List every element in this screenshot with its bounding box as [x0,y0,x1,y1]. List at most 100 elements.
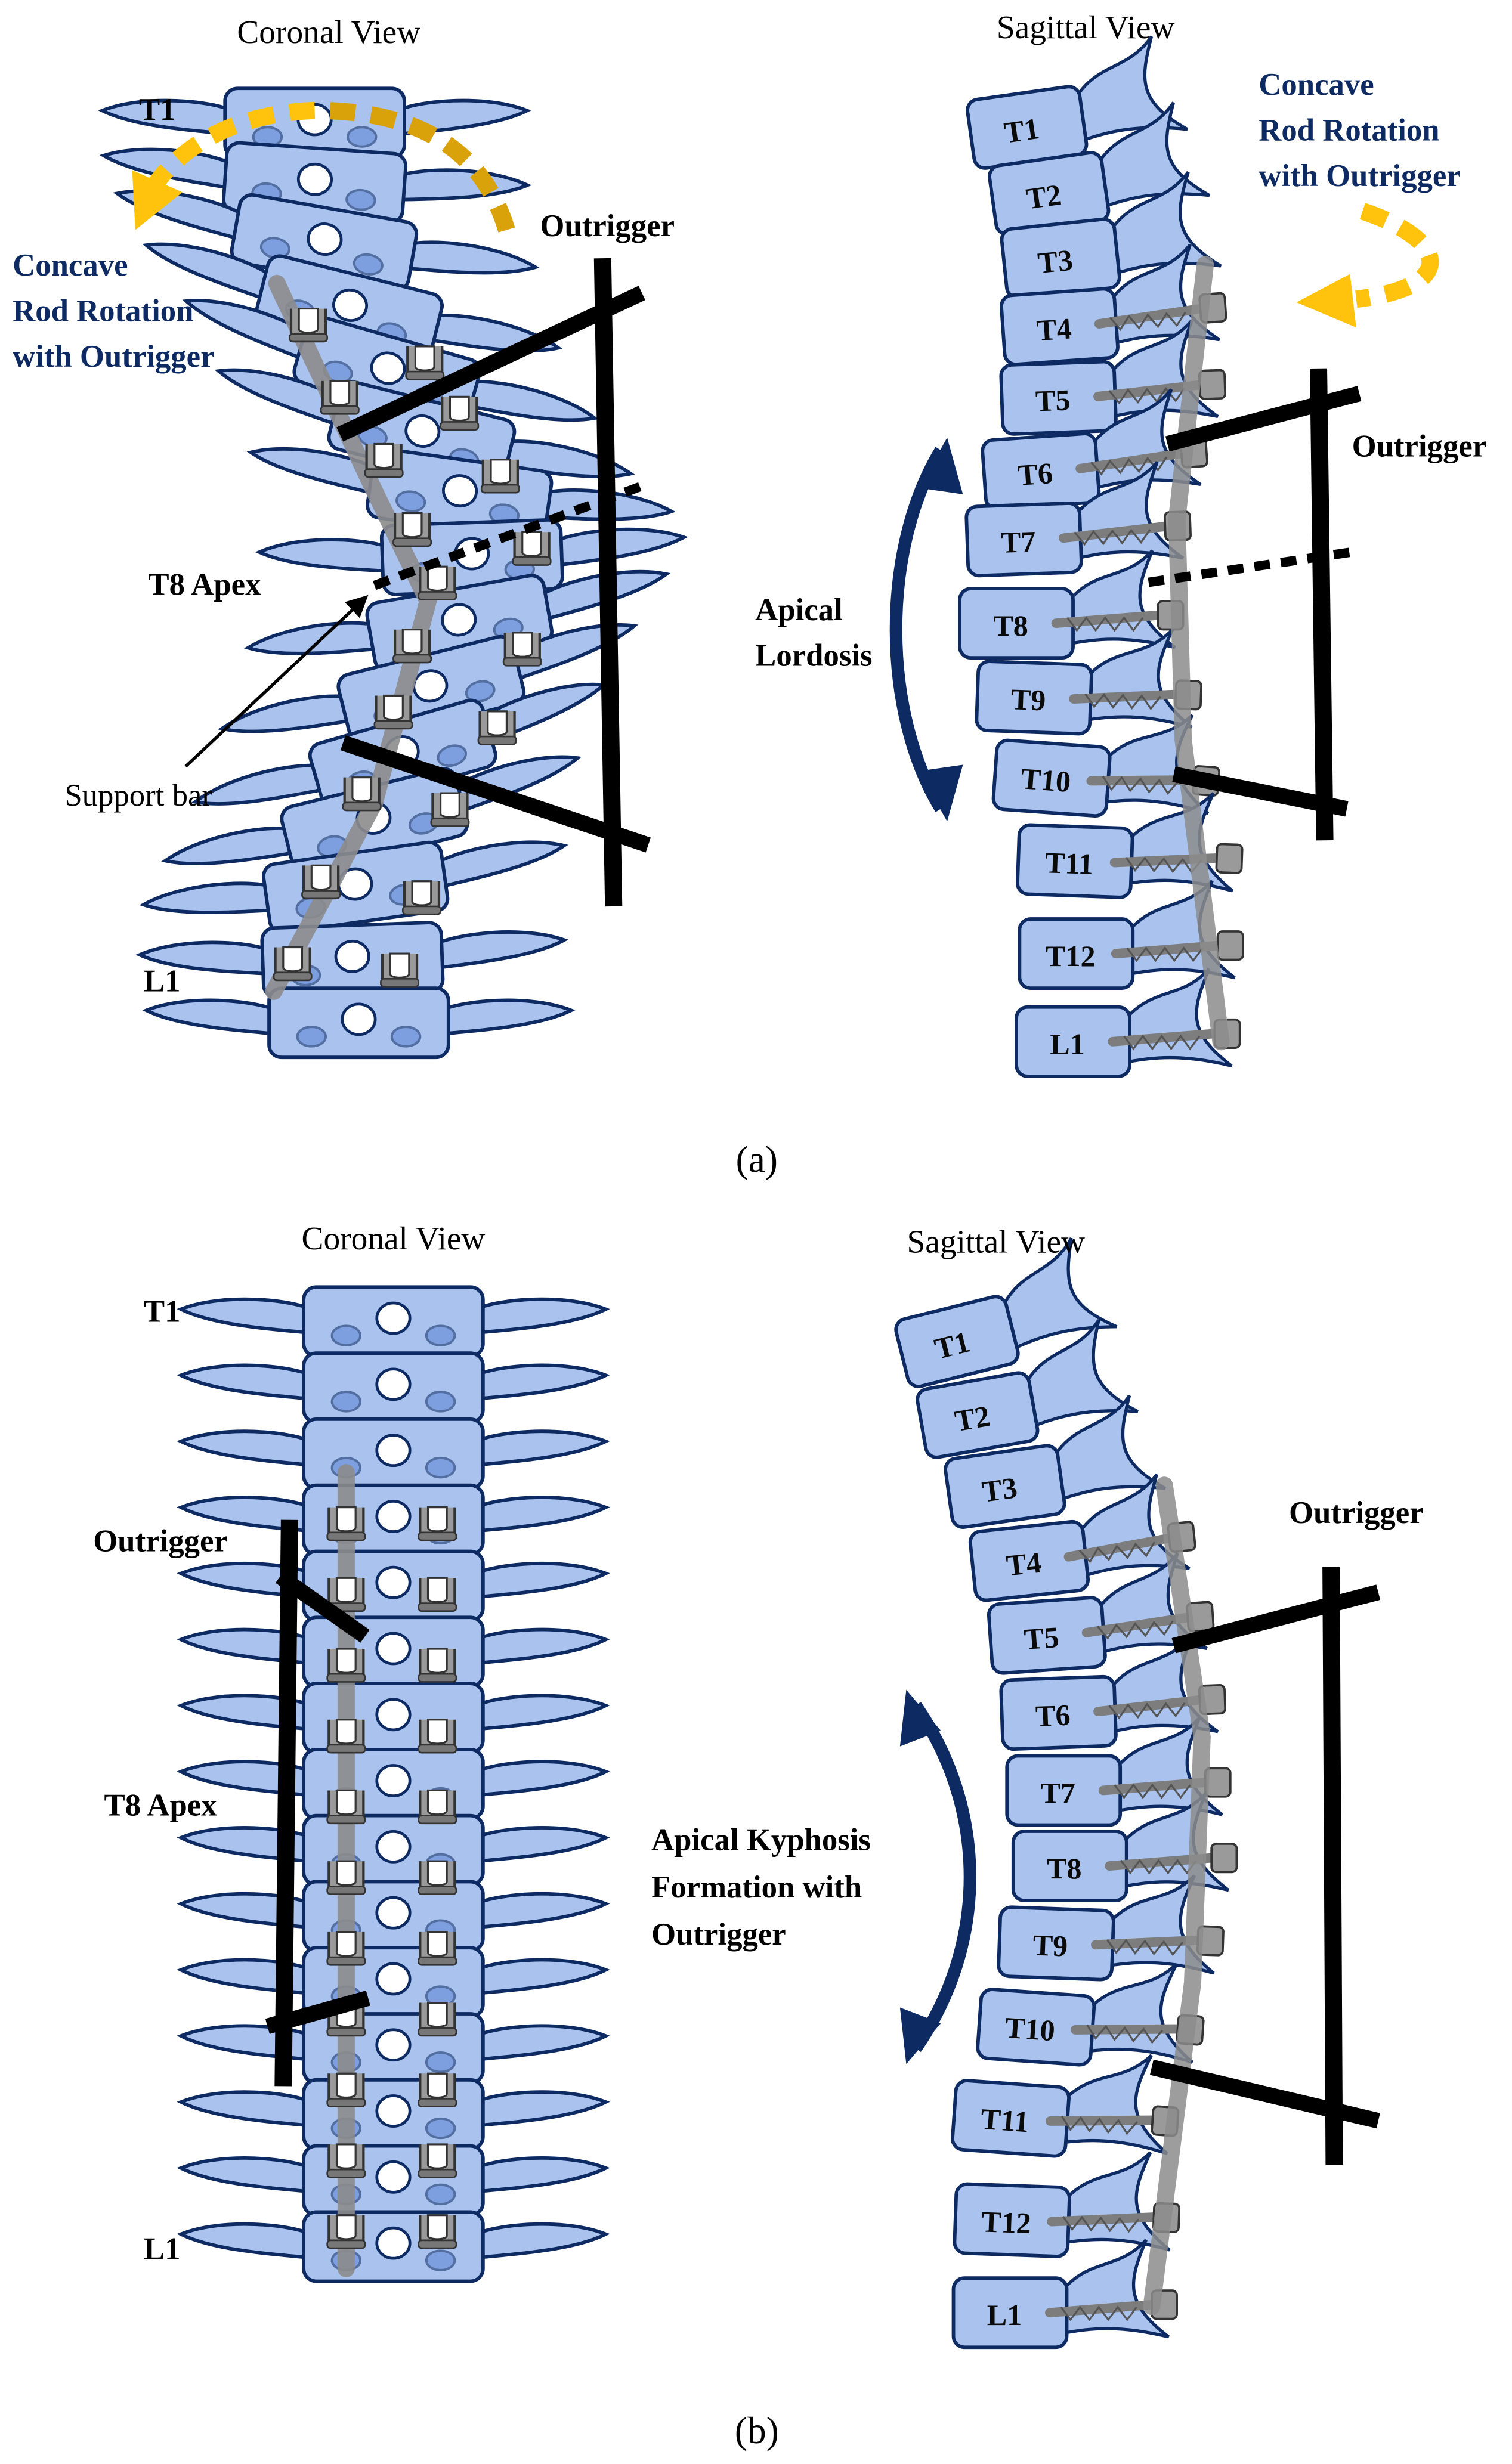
screw-shaft [1075,448,1190,473]
outrigger-vertical [593,258,623,907]
pedicle-screw [326,1860,366,1895]
pedicle-screw [418,1506,457,1541]
support-bar-sag-a [1148,546,1361,587]
pedicle-screw [373,694,413,730]
coronal-vertebra [177,1946,610,2019]
vertebra-label: T10 [1020,762,1072,798]
coronal-vertebra [98,86,531,160]
pedicle-screw [418,1577,457,1612]
outrigger-upper-arm-b [275,1570,370,1643]
rotation-arrowhead-sag-a [1296,274,1356,328]
screw-head [1216,930,1244,961]
sagittal-rod-a [1168,256,1230,1051]
pedicle-screw [512,531,552,566]
coronal-vertebra [177,2078,610,2151]
t1-label-b: T1 [144,1294,181,1329]
screw-shaft [1081,1612,1196,1637]
coronal-vertebra [177,2012,610,2085]
coronal-vertebra [177,2144,610,2217]
outrigger-label: Outrigger [540,209,675,243]
sagittal-vertebra: T9 [975,629,1202,736]
screw-shaft [1045,2299,1160,2318]
vertebra-label: T6 [1016,456,1053,492]
pedicle-screw [326,1719,366,1754]
vertebra-label: T8 [993,609,1028,642]
vertebra-label: T2 [953,1399,992,1438]
coronal-title-b: Coronal View [302,1220,486,1256]
vertebra-label: T11 [1044,846,1094,881]
coronal-vertebra [177,1813,610,1887]
screw-shaft [1098,1777,1214,1796]
rotation-label-sag-1: Concave [1259,67,1374,102]
pedicle-screw [477,710,517,745]
pedicle-screw [326,1506,366,1541]
coronal-vertebra [177,1682,610,1755]
pedicle-screw [405,345,445,380]
panel-b-coronal: Coronal View T1 L1 Outrigger T8 Apex [93,1220,610,2283]
apical-label-1: Apical [755,593,843,627]
outrigger-label-sag-a: Outrigger [1352,429,1487,464]
vertebra-label: T9 [1032,1929,1068,1963]
outrigger-lower-arm-sag-b [1149,2059,1380,2129]
rotation-arrow-sag-a [1355,203,1439,308]
outrigger-lower-arm [340,735,651,853]
outrigger-lower-arm-sag-a [1172,766,1349,817]
screw-shaft [1051,610,1167,629]
pedicle-screw [326,1931,366,1966]
t1-label: T1 [139,92,176,127]
screw-head [1215,843,1244,874]
screw-shaft [1091,1935,1206,1950]
vertebra-label: T9 [1010,682,1046,717]
vertebra-label: T11 [980,2102,1030,2138]
sagittal-vertebra: T12 [953,2151,1181,2258]
pedicle-screw [273,946,313,982]
sagittal-vertebra: T12 [1018,880,1244,990]
coronal-vertebra [177,1351,610,1425]
pedicle-screw [326,1648,366,1683]
screw-shaft [1093,1695,1208,1717]
kyphosis-arrowhead-bottom [899,2007,941,2064]
rotation-label-1: Concave [13,248,128,283]
coronal-vertebra [177,1483,610,1556]
vertebra-label: T5 [1035,383,1071,417]
vertebra-label: T2 [1024,178,1063,216]
pedicle-screw [326,2143,366,2178]
sagittal-vertebra: T1 [966,35,1189,170]
rotation-label-2: Rod Rotation [13,294,193,329]
vertebra-label: T5 [1023,1620,1060,1656]
outrigger-vertical-b [274,1519,298,2087]
sagittal-vertebra: T1 [894,1237,1118,1388]
outrigger-upper-arm-sag-b [1171,1584,1381,1654]
support-bar-pointer [184,595,369,768]
pedicle-screw [440,395,480,431]
apical-kyphosis-arrow [910,1701,976,2053]
sagittal-title-b: Sagittal View [907,1223,1085,1259]
vertebra-label: T10 [1004,2011,1056,2048]
coronal-vertebra [177,1417,610,1490]
screw-shaft [1069,689,1184,704]
sagittal-vertebra: L1 [951,2239,1178,2350]
coronal-title: Coronal View [237,14,420,50]
sagittal-vertebra: T8 [958,549,1185,660]
outrigger-vertical-sag-b [1322,1567,1343,2165]
pedicle-screws-b [326,1506,457,2249]
outrigger-upper-arm-sag-a [1165,386,1362,452]
coronal-vertebra [142,986,576,1060]
vertebra-label: T12 [981,2205,1031,2240]
vertebra-label: T7 [1000,525,1036,559]
pedicle-screw [401,880,441,915]
pedicle-screw [392,512,432,547]
pedicle-screw [418,2143,457,2178]
vertebra-label: T4 [1035,311,1072,347]
screw-shaft [1071,2024,1186,2035]
outrigger-upper-arm [336,286,645,442]
sagittal-vertebra: L1 [1015,968,1241,1078]
pedicle-screw [326,2214,366,2249]
outrigger-lower-arm-b [265,1990,370,2034]
caption-a: (a) [736,1139,778,1181]
coronal-vertebra [177,1880,610,1953]
pedicle-screw [418,2072,457,2107]
